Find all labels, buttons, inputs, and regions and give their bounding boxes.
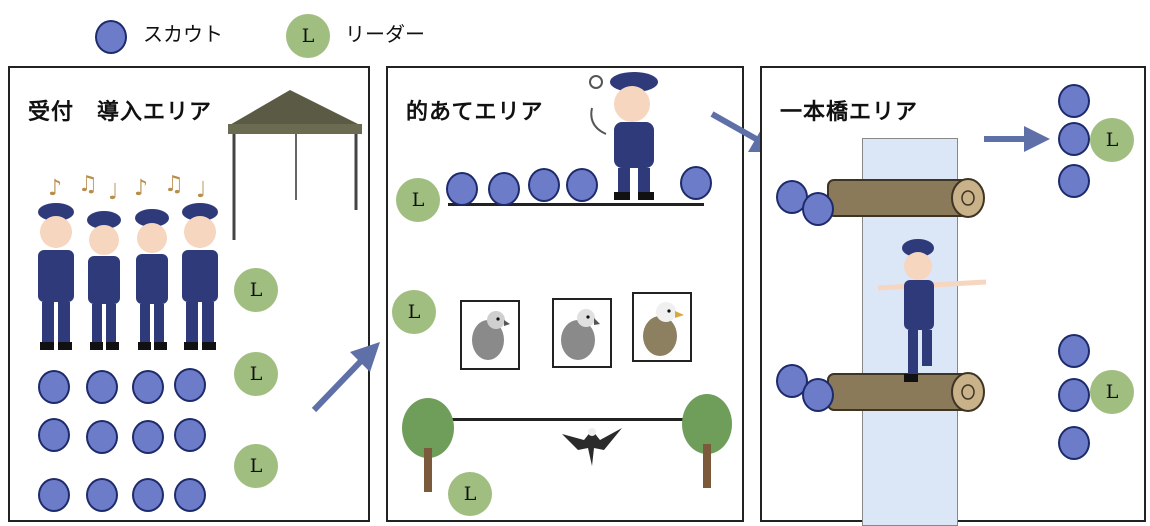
scout-marker <box>1058 334 1090 368</box>
leader-marker: L <box>1090 370 1134 414</box>
log-icon <box>827 178 985 218</box>
scout-marker <box>174 418 206 452</box>
scout-marker <box>680 166 712 200</box>
leader-marker: L <box>396 178 440 222</box>
scout-marker <box>38 370 70 404</box>
scout-marker <box>802 192 834 226</box>
leader-symbol: L <box>407 301 421 323</box>
scout-marker <box>86 478 118 512</box>
panel-bridge: 一本橋エリア L L <box>760 66 1146 526</box>
scout-marker <box>1058 84 1090 118</box>
leader-marker: L <box>234 268 278 312</box>
scout-child-icon <box>182 203 218 350</box>
scout-marker <box>174 478 206 512</box>
tent-icon <box>228 90 362 240</box>
leader-symbol: L <box>1105 129 1119 151</box>
scout-marker <box>38 418 70 452</box>
music-note-icon: ♫ <box>78 172 98 197</box>
legend-scout-label: スカウト <box>143 22 223 46</box>
arrow-icon <box>984 126 1050 152</box>
legend-scout-icon <box>95 20 127 54</box>
scout-marker <box>528 168 560 202</box>
scout-marker <box>86 420 118 454</box>
tree-icon <box>682 394 732 488</box>
scout-child-icon <box>87 211 121 350</box>
log-icon <box>827 372 985 412</box>
scout-marker <box>132 420 164 454</box>
scout-group-icon <box>38 203 218 350</box>
music-note-icon: ♪ <box>134 176 149 201</box>
throw-line <box>448 203 704 206</box>
music-note-icon: ♫ <box>164 172 184 197</box>
scout-child-icon <box>38 203 74 350</box>
leader-marker: L <box>234 444 278 488</box>
target-line <box>426 418 716 421</box>
leader-marker: L <box>448 472 492 516</box>
panel-title-bridge: 一本橋エリア <box>780 100 919 125</box>
scout-marker <box>132 478 164 512</box>
scout-marker <box>132 370 164 404</box>
scout-marker <box>38 478 70 512</box>
legend-leader-icon: L <box>286 14 330 58</box>
panel-reception: 受付 導入エリア ♪ ♫ ♩ ♪ ♫ ♩ <box>8 66 370 522</box>
panel-title-target: 的あてエリア <box>406 100 544 125</box>
panel-title-reception: 受付 導入エリア <box>28 100 213 125</box>
leader-symbol: L <box>463 483 477 505</box>
scout-child-icon <box>135 209 169 350</box>
leader-symbol: L <box>249 363 263 385</box>
scout-marker <box>86 370 118 404</box>
leader-marker: L <box>234 352 278 396</box>
panel-target: 的あてエリア L L <box>386 66 744 522</box>
flying-eagle-icon <box>562 428 622 466</box>
scout-marker <box>802 378 834 412</box>
leader-symbol: L <box>1105 381 1119 403</box>
scout-marker <box>1058 122 1090 156</box>
scout-marker <box>1058 378 1090 412</box>
scout-marker <box>446 172 478 206</box>
tree-icon <box>402 398 454 492</box>
leader-marker: L <box>1090 118 1134 162</box>
music-note-icon: ♩ <box>196 178 207 203</box>
scout-marker <box>174 368 206 402</box>
arrow-icon <box>311 342 380 413</box>
leader-symbol: L <box>249 455 263 477</box>
scout-marker <box>488 172 520 206</box>
scout-marker <box>1058 426 1090 460</box>
eagle-target-icon <box>632 292 692 362</box>
leader-symbol: L <box>249 279 263 301</box>
legend-leader-label: リーダー <box>345 22 425 46</box>
parrot-target-icon <box>552 298 612 368</box>
leader-symbol: L <box>411 189 425 211</box>
parrot-target-icon <box>460 300 520 370</box>
music-note-icon: ♪ <box>48 176 63 201</box>
scout-marker <box>1058 164 1090 198</box>
legend-leader-symbol: L <box>301 25 315 47</box>
balancing-scout-icon <box>877 239 987 382</box>
leader-marker: L <box>392 290 436 334</box>
scout-marker <box>566 168 598 202</box>
throwing-scout-icon <box>589 72 658 200</box>
music-note-icon: ♩ <box>108 180 119 205</box>
